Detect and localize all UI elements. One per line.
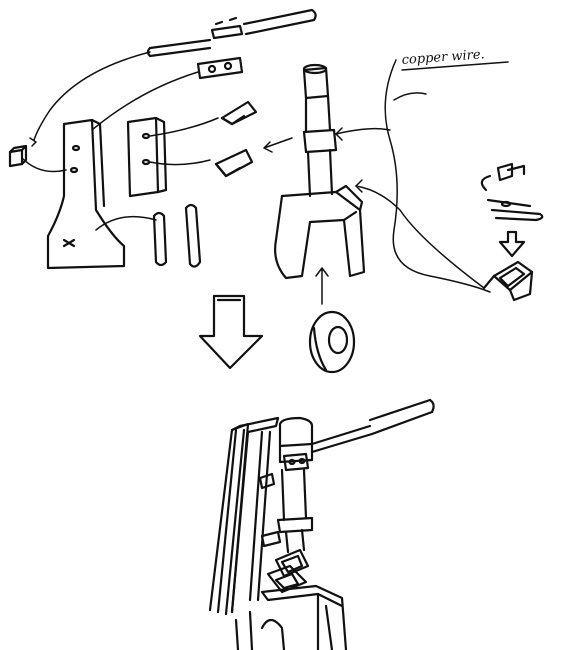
leader-copper-to-pillar — [393, 92, 427, 101]
leader-line-small-cube — [21, 157, 67, 173]
down-arrow-small — [498, 230, 526, 258]
pin-pair — [152, 203, 202, 268]
wedge-block-top — [220, 100, 258, 126]
leader-line-rod — [33, 51, 151, 141]
frame-plate-right — [126, 116, 168, 198]
small-cube-part — [8, 144, 28, 168]
leader-line-plate-2 — [149, 159, 211, 166]
leader-clip-to-pillar — [355, 185, 485, 289]
frame-plate-left — [46, 118, 126, 270]
clip-assembled — [482, 260, 534, 302]
small-bracket-part — [196, 56, 244, 80]
arrow-to-fork — [315, 267, 329, 305]
wedge-block-bottom — [214, 148, 254, 178]
leader-arrow-rod — [29, 137, 37, 147]
pillar-fork-part — [274, 63, 366, 280]
assembled-press — [208, 398, 435, 650]
leader-line-plate — [149, 117, 219, 137]
clip-part-top — [480, 162, 526, 192]
leader-arrow-copper — [335, 127, 391, 135]
clip-part-spring — [486, 198, 544, 222]
leader-line-pins — [95, 215, 157, 231]
washer-ring — [308, 310, 356, 374]
arrow-to-pillar — [263, 137, 293, 153]
copper-wire-squiggle — [384, 59, 491, 293]
assembly-down-arrow — [198, 294, 264, 370]
leader-arrowhead-clip — [355, 179, 363, 193]
copper-wire-label: copper wire. — [401, 47, 485, 68]
leader-line-bracket — [91, 71, 199, 131]
lever-rod-part — [146, 8, 317, 58]
copper-wire-underline — [401, 61, 509, 71]
leader-arrowhead-copper — [335, 127, 343, 141]
